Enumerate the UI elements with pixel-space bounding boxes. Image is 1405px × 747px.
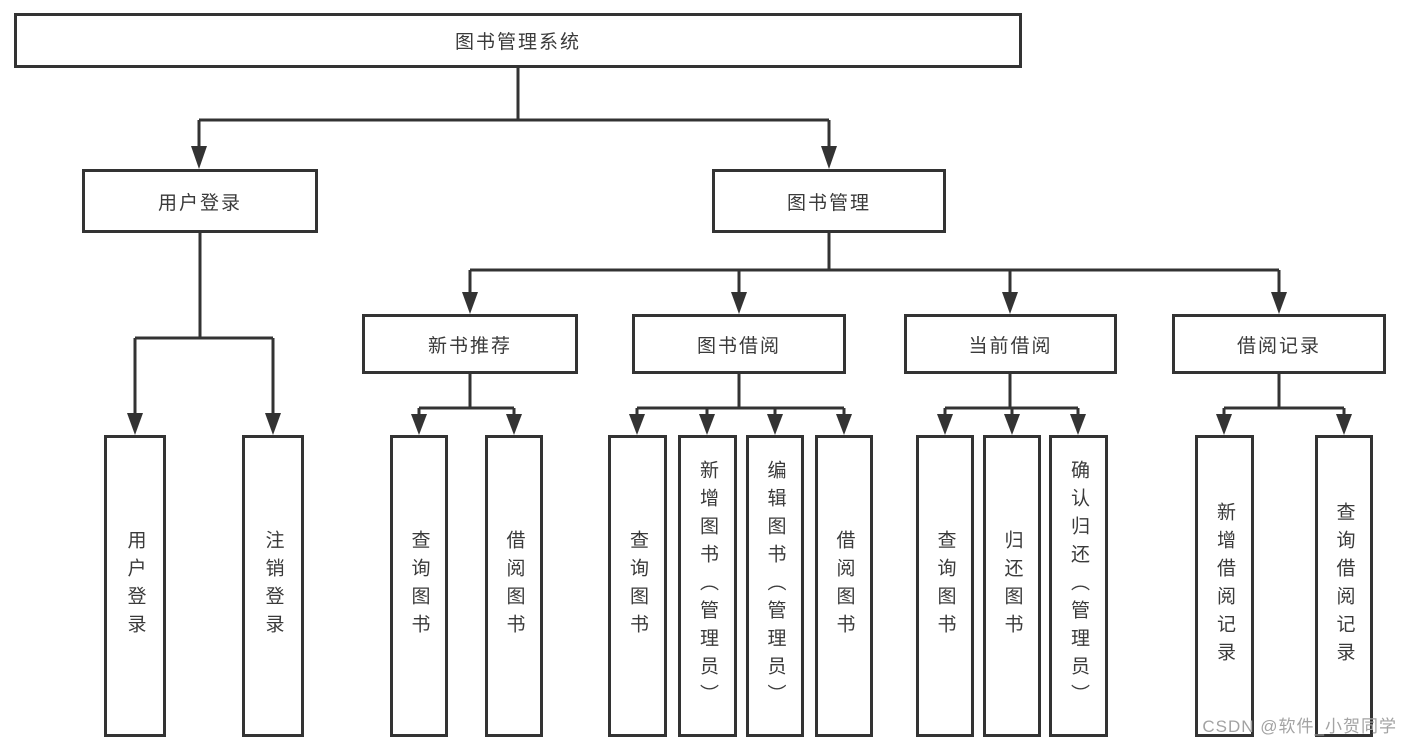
leaf-confirm-return-admin: 确认归还（管理员） xyxy=(1049,435,1108,737)
arrowhead-cb-return xyxy=(1004,414,1020,435)
connector-curborrow-to-leaves xyxy=(943,374,1080,416)
arrowhead-leaf-logout xyxy=(265,413,281,435)
leaf-label: 查询图书 xyxy=(934,530,956,642)
node-label: 新书推荐 xyxy=(427,335,512,357)
arrowhead-newbook xyxy=(462,292,478,314)
leaf-label: 新增图书（管理员） xyxy=(697,460,718,712)
leaf-return-books: 归还图书 xyxy=(983,435,1041,737)
arrowhead-login xyxy=(191,146,207,169)
arrowhead-curborrow xyxy=(1002,292,1018,314)
leaf-user-login: 用户登录 xyxy=(104,435,166,737)
connector-login-to-leaves xyxy=(133,233,275,415)
node-label: 图书管理系统 xyxy=(454,32,581,53)
connector-borrowrec-to-leaves xyxy=(1222,374,1346,416)
csdn-watermark: CSDN @软件_小贺同学 xyxy=(1202,717,1397,736)
arrowhead-cb-query xyxy=(937,414,953,435)
leaf-logout: 注销登录 xyxy=(242,435,304,737)
arrowhead-br-query xyxy=(1336,414,1352,435)
leaf-label: 借阅图书 xyxy=(503,530,525,642)
node-label: 用户登录 xyxy=(157,192,242,214)
arrowhead-bookborrow xyxy=(731,292,747,314)
arrowhead-br-add xyxy=(1216,414,1232,435)
leaf-label: 新增借阅记录 xyxy=(1214,502,1235,670)
node-book-management: 图书管理 xyxy=(712,169,946,233)
arrowhead-cb-confirm xyxy=(1070,414,1086,435)
leaf-borrow-books-borrowing: 借阅图书 xyxy=(815,435,873,737)
leaf-query-books-current: 查询图书 xyxy=(916,435,974,737)
arrowhead-nb-query xyxy=(411,414,427,435)
node-current-borrowing: 当前借阅 xyxy=(904,314,1117,374)
node-label: 图书借阅 xyxy=(696,335,781,357)
node-book-borrowing: 图书借阅 xyxy=(632,314,846,374)
leaf-borrow-books-newbook: 借阅图书 xyxy=(485,435,543,737)
node-user-login: 用户登录 xyxy=(82,169,318,233)
leaf-label: 归还图书 xyxy=(1001,530,1023,642)
leaf-add-books-admin: 新增图书（管理员） xyxy=(678,435,737,737)
leaf-label: 编辑图书（管理员） xyxy=(764,460,786,712)
leaf-query-books-borrowing: 查询图书 xyxy=(608,435,667,737)
connector-mgmt-to-level3 xyxy=(468,233,1281,294)
node-library-management-system: 图书管理系统 xyxy=(14,13,1022,68)
node-label: 借阅记录 xyxy=(1236,335,1321,357)
arrowhead-nb-borrow xyxy=(506,414,522,435)
arrowhead-mgmt xyxy=(821,146,837,169)
leaf-add-borrow-record: 新增借阅记录 xyxy=(1195,435,1254,737)
leaf-query-books-newbook: 查询图书 xyxy=(390,435,448,737)
node-label: 当前借阅 xyxy=(968,335,1053,357)
arrowhead-leaf-user-login xyxy=(127,413,143,435)
arrowhead-bb-query xyxy=(629,414,645,435)
node-new-book-recommendation: 新书推荐 xyxy=(362,314,578,374)
arrowhead-bb-add xyxy=(699,414,715,435)
leaf-label: 确认归还（管理员） xyxy=(1068,460,1089,712)
arrowhead-bb-borrow xyxy=(836,414,852,435)
leaf-label: 用户登录 xyxy=(124,530,146,642)
arrowhead-borrowrec xyxy=(1271,292,1287,314)
node-label: 图书管理 xyxy=(786,192,871,214)
leaf-label: 借阅图书 xyxy=(833,530,855,642)
leaf-label: 注销登录 xyxy=(262,530,284,642)
connector-newbook-to-leaves xyxy=(417,374,516,416)
leaf-query-borrow-record: 查询借阅记录 xyxy=(1315,435,1373,737)
leaf-edit-books-admin: 编辑图书（管理员） xyxy=(746,435,804,737)
connector-bookborrow-to-leaves xyxy=(635,374,846,416)
leaf-label: 查询图书 xyxy=(627,530,648,642)
leaf-label: 查询图书 xyxy=(408,530,430,642)
node-borrowing-records: 借阅记录 xyxy=(1172,314,1386,374)
arrowhead-bb-edit xyxy=(767,414,783,435)
connector-root-to-level2 xyxy=(197,68,831,149)
leaf-label: 查询借阅记录 xyxy=(1333,502,1355,670)
